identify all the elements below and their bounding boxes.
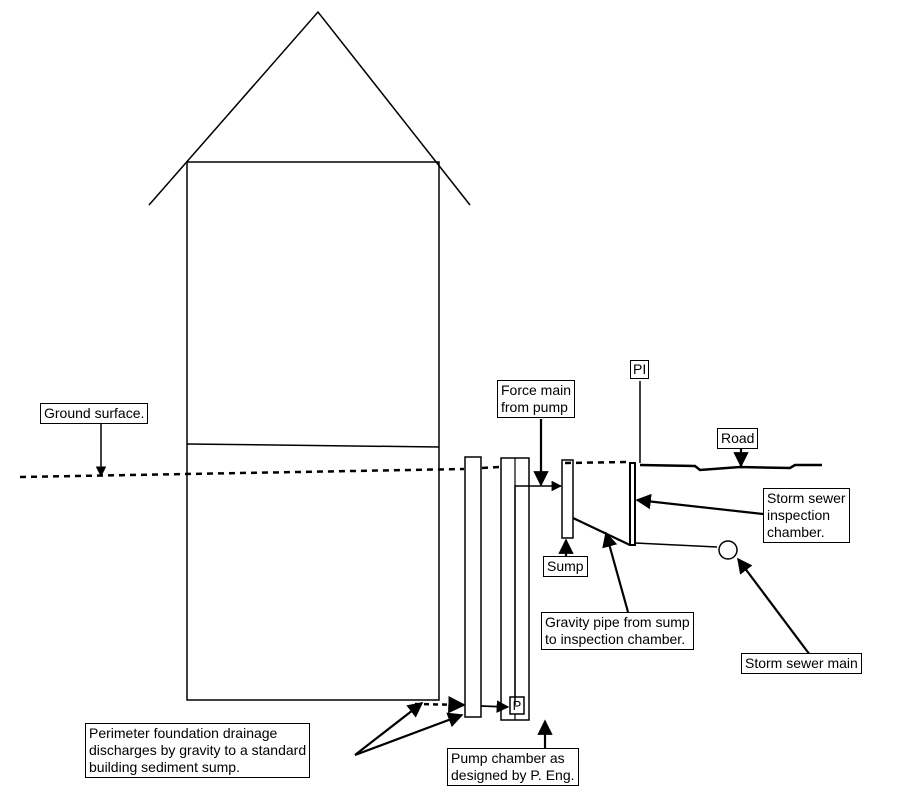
force-main-line-2: from pump — [501, 399, 568, 415]
force-main-line-1: Force main — [501, 382, 572, 398]
perimeter-line-1: Perimeter foundation drainage — [89, 725, 278, 741]
house-roof — [148, 10, 471, 206]
perimeter-pointer-2 — [354, 712, 464, 757]
ground-surface-line — [19, 460, 629, 479]
storm-inspection-line-1: Storm sewer — [767, 490, 846, 506]
storm-pipe — [634, 542, 718, 548]
sump-to-pump-link — [480, 700, 510, 713]
ground-surface-label: Ground surface. — [40, 403, 149, 424]
house-floor-line — [186, 443, 440, 448]
road-surface — [639, 463, 822, 472]
foundation-drain-dashed — [414, 695, 466, 714]
gravity-pipe-line-2: to inspection chamber. — [545, 631, 686, 647]
storm-inspection-label: Storm sewer inspection chamber. — [763, 488, 850, 543]
storm-inspection-line-2: inspection — [767, 507, 831, 523]
perimeter-pointer-1 — [354, 702, 424, 756]
pump-box — [509, 696, 525, 715]
gravity-pipe-pointer — [602, 531, 630, 613]
force-main-label: Force main from pump — [497, 380, 576, 418]
storm-main-label: Storm sewer main — [741, 653, 862, 674]
gravity-pipe-line-1: Gravity pipe from sump — [545, 614, 690, 630]
pi-marker-label: PI — [630, 360, 650, 379]
house — [148, 10, 471, 701]
storm-inspection-line-3: chamber. — [767, 524, 825, 540]
pump-chamber-line-2: designed by P. Eng. — [451, 767, 575, 783]
sump-label: Sump — [543, 556, 588, 577]
road-label: Road — [717, 428, 759, 449]
gravity-pipe-label: Gravity pipe from sump to inspection cha… — [541, 612, 694, 650]
storm-main-pointer — [737, 557, 811, 656]
pump-marker-label: P — [512, 698, 522, 713]
sediment-sump — [464, 456, 482, 718]
pump-chamber-label: Pump chamber as designed by P. Eng. — [447, 748, 579, 786]
ground-surface-text: Ground surface. — [44, 405, 145, 421]
sump-text: Sump — [547, 558, 584, 574]
house-walls — [186, 161, 440, 701]
pump-chamber-line-1: Pump chamber as — [451, 750, 565, 766]
inspection-pointer — [635, 493, 764, 516]
force-main-pipe — [514, 480, 563, 705]
perimeter-line-3: building sediment sump. — [89, 759, 240, 775]
small-sump — [561, 459, 574, 539]
inspection-chamber — [629, 462, 636, 546]
pi-marker-text: PI — [633, 361, 647, 377]
gravity-pipe — [572, 517, 631, 546]
perimeter-drainage-label: Perimeter foundation drainage discharges… — [85, 723, 311, 778]
road-text: Road — [721, 430, 755, 446]
storm-main-text: Storm sewer main — [745, 655, 858, 671]
storm-main-circle — [718, 540, 738, 560]
perimeter-line-2: discharges by gravity to a standard — [89, 742, 307, 758]
